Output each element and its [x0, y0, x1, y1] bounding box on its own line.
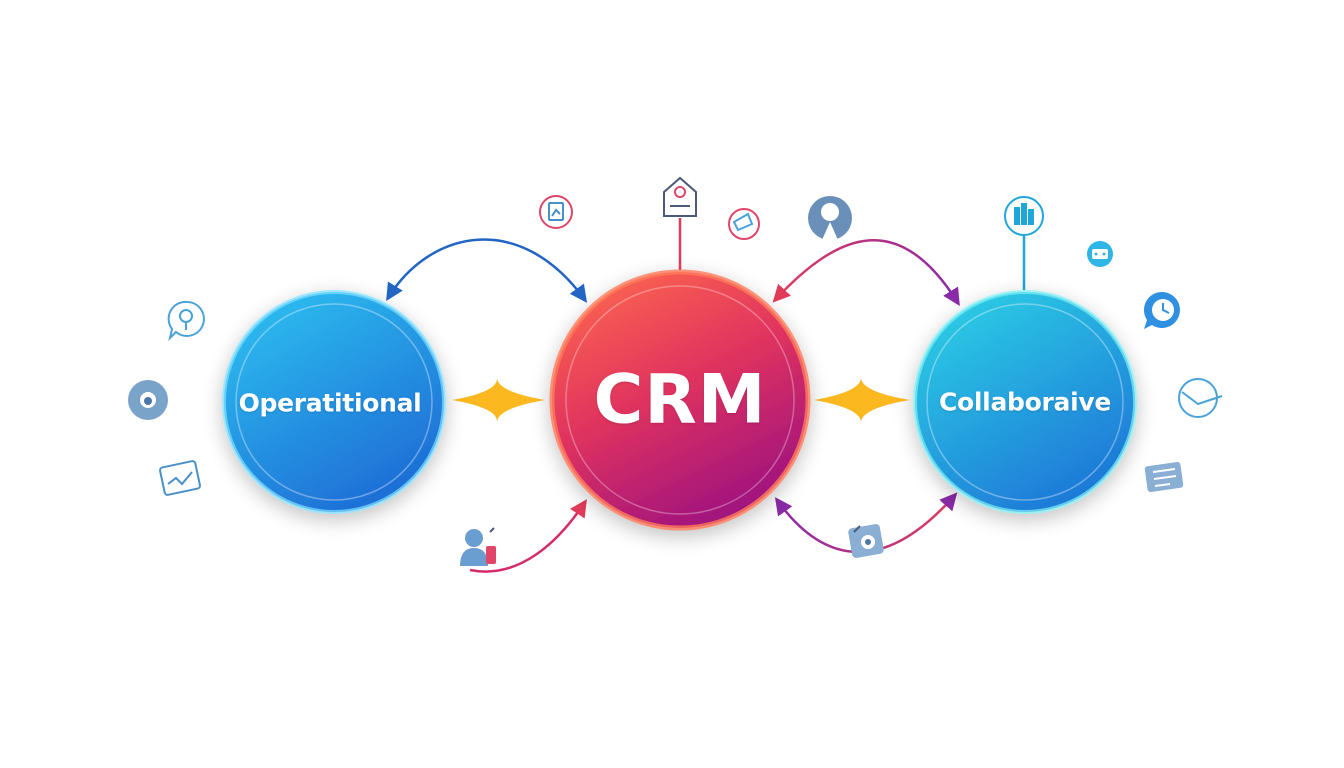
- clock-chat-icon: [1143, 291, 1180, 329]
- crm-label: CRM: [593, 360, 767, 440]
- gear-settings-icon: [128, 380, 168, 420]
- connector-star-right: [814, 378, 910, 422]
- operational-label: Operatitional: [238, 388, 422, 418]
- message-list-icon: [1144, 462, 1184, 492]
- connector-star-left: [452, 378, 545, 422]
- arrow-crm-to-right-top: [772, 238, 960, 306]
- price-tag-icon: [728, 208, 760, 240]
- location-gear-icon: [808, 196, 852, 240]
- arrow-user-to-crm-bottom: [469, 499, 587, 573]
- node-operational: [222, 290, 446, 514]
- collaborative-label: Collaboraive: [938, 387, 1112, 417]
- tag-icon: [663, 176, 697, 217]
- node-collaborative: [913, 290, 1137, 514]
- bar-chart-icon: [1004, 196, 1044, 236]
- user-support-icon: [460, 527, 496, 566]
- document-chart-icon: [539, 195, 573, 229]
- line-chart-icon: [159, 460, 201, 496]
- envelope-icon: [1178, 378, 1223, 418]
- node-crm: [549, 269, 811, 531]
- search-chat-icon: [167, 300, 205, 342]
- arrow-left-to-crm-top: [386, 238, 588, 303]
- code-badge-icon: [1087, 241, 1113, 267]
- puzzle-icon: [848, 524, 884, 558]
